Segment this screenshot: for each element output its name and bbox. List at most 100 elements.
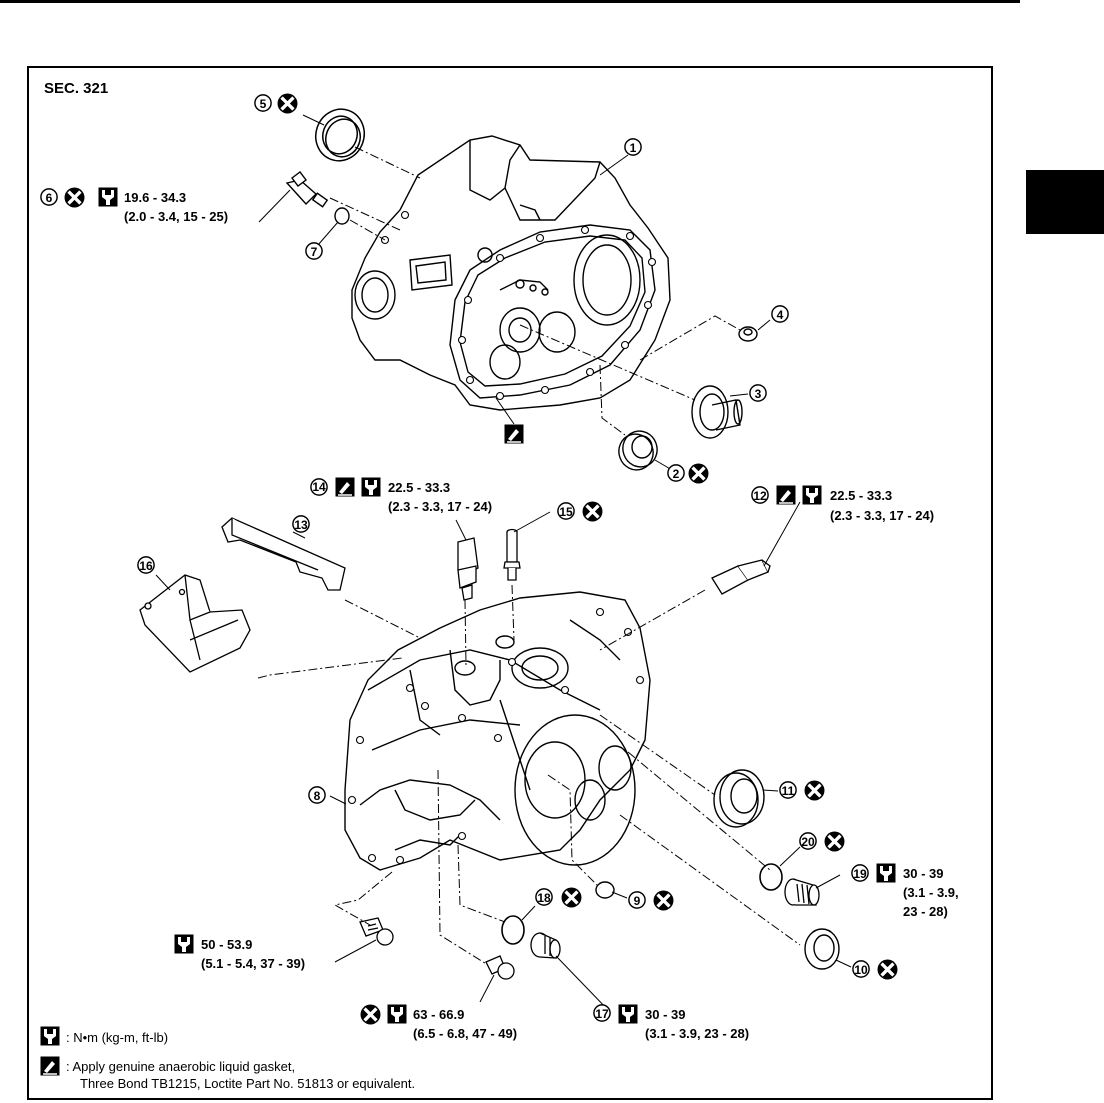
do-not-reuse-icon xyxy=(877,959,898,980)
callout-14: 14 22.5 - 33.3 (2.3 - 3.3, 17 - 24) xyxy=(310,477,492,514)
svg-text:18: 18 xyxy=(537,891,551,905)
legend-torque-text: : N•m (kg-m, ft-lb) xyxy=(66,1030,168,1045)
part16-cover xyxy=(139,574,251,673)
upper-leader-lines xyxy=(329,146,741,436)
do-not-reuse-icon xyxy=(824,831,845,852)
callout-20: 20 xyxy=(799,831,845,852)
svg-text:19.6 - 34.3: 19.6 - 34.3 xyxy=(124,190,186,205)
part5-oil-seal xyxy=(315,108,365,162)
part18-o-ring xyxy=(501,915,525,945)
torque-wrench-icon xyxy=(174,934,194,954)
liquid-gasket-icon xyxy=(504,424,524,444)
svg-text:12: 12 xyxy=(753,489,767,503)
callout-bolt-63: 63 - 66.9 (6.5 - 6.8, 47 - 49) xyxy=(360,1004,517,1041)
svg-text:(2.3 - 3.3, 17 - 24): (2.3 - 3.3, 17 - 24) xyxy=(388,499,492,514)
part2-oil-seal xyxy=(618,430,658,471)
part7-leader xyxy=(317,221,339,246)
torque-wrench-icon xyxy=(876,863,896,883)
do-not-reuse-icon xyxy=(277,93,298,114)
section-tab xyxy=(1026,170,1104,234)
case-bolt-lower xyxy=(485,955,515,980)
svg-text:11: 11 xyxy=(782,784,795,798)
callout-16: 16 xyxy=(137,556,155,574)
lower-solid-leaders xyxy=(155,501,852,1013)
svg-text:15: 15 xyxy=(559,505,573,519)
do-not-reuse-icon xyxy=(804,780,825,801)
callout-10: 10 xyxy=(852,959,898,980)
part17-plug xyxy=(530,932,561,959)
lower-leader-lines xyxy=(257,584,801,966)
callout-9: 9 xyxy=(628,890,674,911)
torque-wrench-icon xyxy=(387,1004,407,1024)
part3-guide xyxy=(691,385,743,439)
svg-text:6: 6 xyxy=(46,191,53,205)
svg-text:19: 19 xyxy=(853,867,867,881)
legend: : N•m (kg-m, ft-lb) : Apply genuine anae… xyxy=(40,1026,415,1091)
svg-text:50 - 53.9: 50 - 53.9 xyxy=(201,937,252,952)
part6-leader xyxy=(258,189,291,223)
torque-wrench-icon xyxy=(802,485,822,505)
part3-leader xyxy=(729,393,749,397)
case-bolt-holes xyxy=(347,607,645,865)
transmission-case xyxy=(344,591,651,871)
callout-17: 17 30 - 39 (3.1 - 3.9, 23 - 28) xyxy=(593,1004,749,1041)
callout-2: 2 xyxy=(667,463,709,484)
part4-plug xyxy=(738,326,758,342)
part10-oil-seal xyxy=(804,928,840,970)
page-top-rule xyxy=(0,0,1020,3)
part6-switch xyxy=(285,171,329,208)
part9-plug xyxy=(595,881,615,899)
callout-13: 13 xyxy=(292,515,310,533)
svg-text:17: 17 xyxy=(595,1007,609,1021)
torque-wrench-icon xyxy=(98,187,118,207)
legend-gasket-text-2: Three Bond TB1215, Loctite Part No. 5181… xyxy=(80,1076,415,1091)
callout-4: 4 xyxy=(771,305,789,323)
callout-bolt-50: 50 - 53.9 (5.1 - 5.4, 37 - 39) xyxy=(174,934,305,971)
liquid-gasket-icon xyxy=(40,1056,60,1076)
part5-leader xyxy=(302,114,325,126)
section-title: SEC. 321 xyxy=(44,80,108,97)
do-not-reuse-icon xyxy=(653,890,674,911)
clutch-housing xyxy=(351,135,671,411)
svg-text:(6.5 - 6.8, 47 - 49): (6.5 - 6.8, 47 - 49) xyxy=(413,1026,517,1041)
housing-bolt-holes xyxy=(380,210,657,401)
part1-leader xyxy=(599,154,629,176)
part12-switch xyxy=(711,559,771,595)
gasket-upper-leader xyxy=(495,397,515,425)
svg-text:(3.1 - 3.9,: (3.1 - 3.9, xyxy=(903,885,959,900)
callout-6: 6 19.6 - 34.3 (2.0 - 3.4, 15 - 25) xyxy=(40,187,228,224)
svg-text:30 - 39: 30 - 39 xyxy=(903,866,943,881)
svg-text:10: 10 xyxy=(854,963,868,977)
part14-switch xyxy=(457,537,479,601)
callout-1: 1 xyxy=(624,138,642,156)
callout-12: 12 22.5 - 33.3 (2.3 - 3.3, 17 - 24) xyxy=(751,485,934,523)
part7-washer xyxy=(334,207,350,225)
do-not-reuse-icon xyxy=(561,887,582,908)
torque-wrench-icon xyxy=(40,1026,60,1046)
svg-text:4: 4 xyxy=(777,308,784,322)
callout-11: 11 xyxy=(779,780,825,801)
diagram-frame xyxy=(27,66,993,1100)
part11-oil-seal xyxy=(713,769,765,828)
do-not-reuse-icon xyxy=(688,463,709,484)
liquid-gasket-icon xyxy=(776,485,796,505)
svg-text:14: 14 xyxy=(312,480,326,494)
svg-text:20: 20 xyxy=(801,835,815,849)
svg-text:2: 2 xyxy=(673,467,680,481)
svg-text:30 - 39: 30 - 39 xyxy=(645,1007,685,1022)
torque-wrench-icon xyxy=(618,1004,638,1024)
do-not-reuse-icon xyxy=(582,501,603,522)
svg-text:63 - 66.9: 63 - 66.9 xyxy=(413,1007,464,1022)
part4-leader xyxy=(757,319,771,331)
liquid-gasket-icon xyxy=(335,477,355,497)
part15-pin xyxy=(503,528,521,581)
callout-19: 19 30 - 39 (3.1 - 3.9, 23 - 28) xyxy=(851,863,959,919)
svg-text:3: 3 xyxy=(755,387,762,401)
svg-text:(2.0 - 3.4, 15 - 25): (2.0 - 3.4, 15 - 25) xyxy=(124,209,228,224)
svg-text:16: 16 xyxy=(139,559,153,573)
part19-plug xyxy=(784,878,820,906)
part20-o-ring xyxy=(759,863,783,891)
svg-text:22.5 - 33.3: 22.5 - 33.3 xyxy=(388,480,450,495)
callout-7: 7 xyxy=(305,242,323,260)
part13-bracket xyxy=(221,517,346,591)
